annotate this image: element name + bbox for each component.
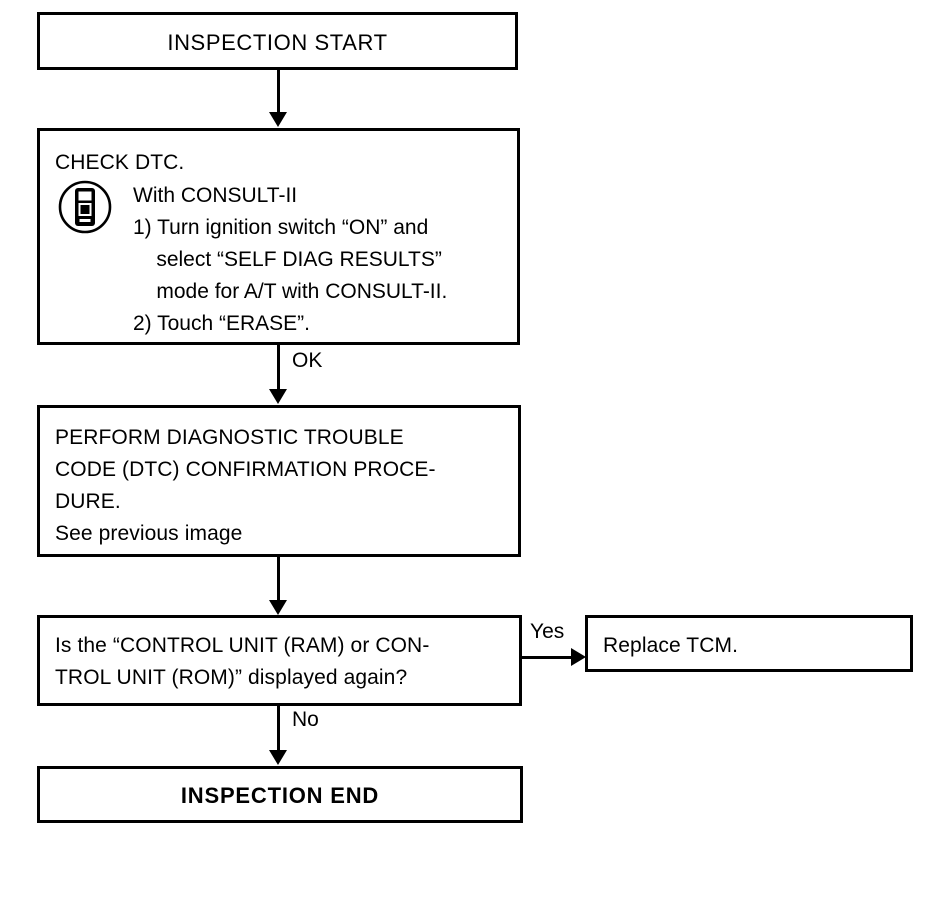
check-dtc-step-1-cont-1: select “SELF DIAG RESULTS” (133, 248, 442, 271)
connector-perform-to-decision (277, 557, 280, 603)
check-dtc-step-1: 1) Turn ignition switch “ON” and (133, 216, 429, 239)
perform-procedure-line-1: PERFORM DIAGNOSTIC TROUBLE (55, 426, 404, 449)
connector-decision-yes (522, 656, 573, 659)
check-dtc-step-2: 2) Touch “ERASE”. (133, 312, 311, 335)
decision-line-1: Is the “CONTROL UNIT (RAM) or CON- (55, 634, 430, 657)
arrowhead-perform-to-decision (269, 600, 287, 615)
connector-decision-no (277, 706, 280, 752)
node-check-dtc: CHECK DTC. With CONSULT-II 1) Turn ignit… (37, 128, 520, 345)
edge-label-yes: Yes (530, 620, 565, 643)
check-dtc-subheading: With CONSULT-II (133, 184, 298, 207)
arrowhead-start-to-check (269, 112, 287, 127)
decision-line-2: TROL UNIT (ROM)” displayed again? (55, 666, 408, 689)
node-perform-dtc-confirmation: PERFORM DIAGNOSTIC TROUBLE CODE (DTC) CO… (37, 405, 521, 557)
inspection-start-label: INSPECTION START (167, 30, 388, 55)
inspection-end-label: INSPECTION END (180, 783, 380, 808)
perform-procedure-reference: See previous image (55, 522, 243, 545)
connector-check-to-perform (277, 345, 280, 391)
arrowhead-check-to-perform (269, 389, 287, 404)
check-dtc-step-1-cont-2: mode for A/T with CONSULT-II. (133, 280, 448, 303)
arrowhead-decision-no (269, 750, 287, 765)
perform-procedure-line-2: CODE (DTC) CONFIRMATION PROCE- (55, 458, 436, 481)
node-inspection-start: INSPECTION START (37, 12, 518, 70)
replace-tcm-label: Replace TCM. (603, 634, 739, 657)
node-replace-tcm: Replace TCM. (585, 615, 913, 672)
perform-procedure-line-3: DURE. (55, 490, 121, 513)
connector-start-to-check (277, 70, 280, 114)
arrowhead-decision-yes (571, 648, 586, 666)
check-dtc-heading: CHECK DTC. (55, 151, 185, 174)
consult-ii-scan-tool-icon (57, 179, 113, 235)
edge-label-no: No (292, 708, 319, 731)
node-inspection-end: INSPECTION END (37, 766, 523, 823)
edge-label-ok: OK (292, 349, 323, 372)
node-decision-control-unit-displayed: Is the “CONTROL UNIT (RAM) or CON- TROL … (37, 615, 522, 706)
